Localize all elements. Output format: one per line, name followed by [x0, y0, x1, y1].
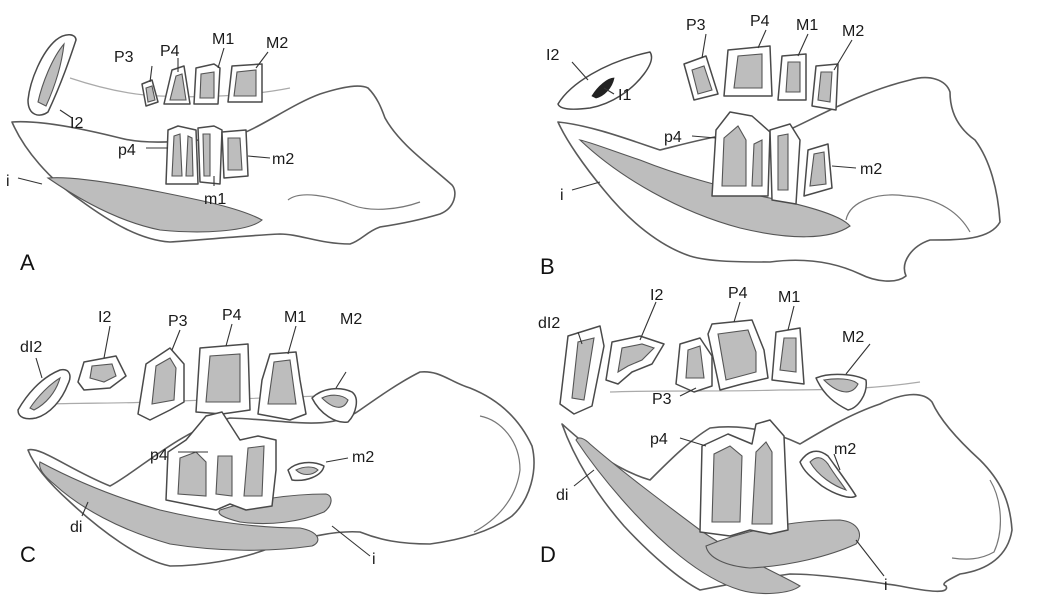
pulp-m2-a: [234, 70, 256, 96]
leader-p4-c: [226, 324, 232, 346]
leader-m1-b: [798, 34, 808, 56]
leader-i2-c: [104, 326, 110, 358]
label-m2l-c: m2: [352, 449, 374, 466]
leader-i2-b: [572, 62, 588, 80]
label-p4l-c: p4: [150, 447, 168, 464]
label-p3-b: P3: [686, 17, 706, 34]
pulp-p4-c: [206, 354, 240, 402]
label-m1-c: M1: [284, 309, 306, 326]
leader-i-b: [572, 182, 600, 190]
panel-letter-c: C: [20, 542, 36, 567]
pulp-m2-b: [818, 72, 832, 102]
leader-p3-b: [702, 34, 706, 58]
leader-m1-c: [288, 326, 296, 354]
label-p3-c: P3: [168, 313, 188, 330]
label-i-a: i: [6, 173, 10, 190]
leader-p4-d: [734, 302, 740, 322]
label-m2l-d: m2: [834, 441, 856, 458]
label-m2-b: M2: [842, 23, 864, 40]
label-p3-d: P3: [652, 391, 672, 408]
label-p4-c: P4: [222, 307, 242, 324]
label-di-c: di: [70, 519, 82, 536]
label-p3-a: P3: [114, 49, 134, 66]
pulp-m2l-a: [228, 138, 242, 170]
label-di2-c: dI2: [20, 339, 42, 356]
label-m1-a: M1: [212, 31, 234, 48]
leader-di2-c: [36, 358, 42, 378]
label-m2l-b: m2: [860, 161, 882, 178]
panel-c: dI2 I2 P3 P4 M1 M2 p4 m2 di i C: [18, 307, 534, 568]
label-m1-d: M1: [778, 289, 800, 306]
label-i-d: i: [884, 577, 888, 594]
label-m2-c: M2: [340, 311, 362, 328]
pulp-p4-b: [734, 54, 762, 88]
label-i2-c: I2: [98, 309, 111, 326]
pulp-m1l-a: [203, 134, 210, 176]
label-p4-a: P4: [160, 43, 180, 60]
label-p4l-a: p4: [118, 142, 136, 159]
label-i2-b: I2: [546, 47, 559, 64]
label-i2-d: I2: [650, 287, 663, 304]
label-di2-d: dI2: [538, 315, 560, 332]
label-i-b: i: [560, 187, 564, 204]
leader-m1-d: [788, 306, 794, 330]
leader-m2-d: [846, 344, 870, 374]
panel-letter-b: B: [540, 254, 555, 279]
label-p4-b: P4: [750, 13, 770, 30]
panel-letter-a: A: [20, 250, 35, 275]
leader-p4-b: [758, 30, 766, 48]
leader-i-a: [18, 178, 42, 184]
panel-d: dI2 I2 P4 M1 M2 P3 p4 m2 di i D: [538, 285, 1012, 594]
label-m1-b: M1: [796, 17, 818, 34]
label-p4l-d: p4: [650, 431, 668, 448]
pulp-m1l-b: [778, 134, 788, 190]
tooth-i2-b: [558, 52, 652, 109]
leader-p3-c: [172, 330, 180, 350]
panel-a: I2 P3 P4 M1 M2 p4 m2 m1 i A: [6, 31, 455, 275]
pulp-m1-a: [200, 72, 214, 98]
label-i-c: i: [372, 551, 376, 568]
label-m2-a: M2: [266, 35, 288, 52]
label-p4-d: P4: [728, 285, 748, 302]
label-di-d: di: [556, 487, 568, 504]
panel-b: I2 I1 P3 P4 M1 M2 p4 m2 i B: [540, 13, 1000, 281]
leader-m2-c: [336, 372, 346, 388]
leader-i2-d: [640, 302, 656, 340]
label-m2l-a: m2: [272, 151, 294, 168]
label-p4l-b: p4: [664, 129, 682, 146]
panel-letter-d: D: [540, 542, 556, 567]
label-i1-b: I1: [618, 87, 631, 104]
pulp-m1-b: [786, 62, 800, 92]
leader-m2-b: [834, 40, 852, 70]
label-i2-a: I2: [70, 115, 83, 132]
label-m2-d: M2: [842, 329, 864, 346]
label-m1l-a: m1: [204, 191, 226, 208]
leader-m1-a: [218, 48, 224, 68]
